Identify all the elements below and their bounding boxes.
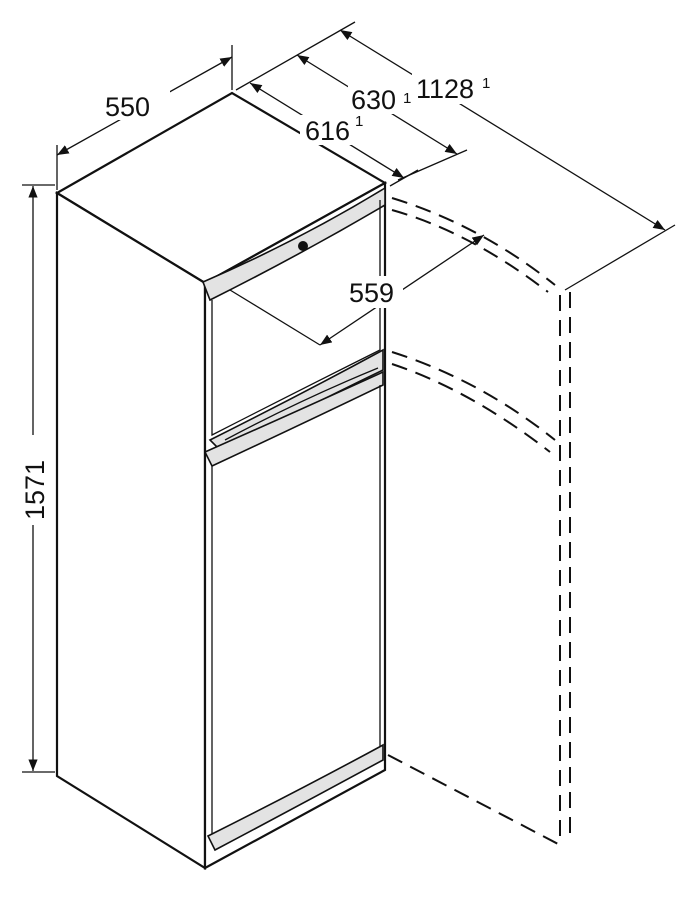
fridge-door [203, 370, 384, 852]
depth-616-note: 1 [355, 113, 363, 130]
depth-open-note: 1 [482, 75, 490, 92]
open-door-outline [387, 197, 571, 846]
door-open-width-label: 559 [349, 278, 394, 308]
depth-616-label: 616 [305, 116, 350, 146]
depth-open-label: 1128 [416, 74, 474, 104]
dimension-door-open-width: 559 [229, 234, 485, 346]
control-knob-icon [298, 241, 308, 251]
dimension-depth-open: 1128 1 [339, 29, 666, 231]
dimension-width: 550 [56, 45, 233, 190]
height-label: 1571 [20, 460, 50, 520]
width-label: 550 [105, 92, 150, 122]
cabinet [54, 91, 388, 870]
depth-630-label: 630 [351, 85, 396, 115]
dimension-height: 1571 [18, 184, 55, 773]
depth-630-note: 1 [403, 90, 411, 107]
